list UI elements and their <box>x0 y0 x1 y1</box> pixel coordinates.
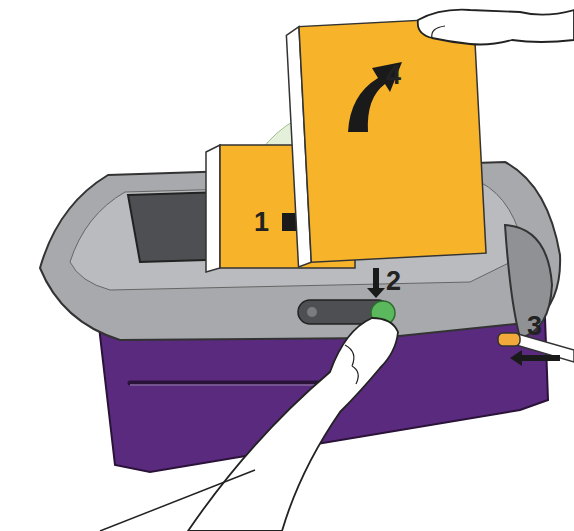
arrow-up <box>348 62 402 132</box>
callout-number: 3 <box>527 313 542 340</box>
finger-line <box>345 345 358 384</box>
finger-line <box>432 26 445 38</box>
hand <box>188 318 398 531</box>
rod-cap <box>498 333 520 346</box>
hand <box>418 10 574 45</box>
arrow-down <box>367 268 385 298</box>
book-pages <box>206 145 220 272</box>
arm-outline <box>100 470 255 531</box>
slot-edge <box>130 384 345 386</box>
book-lifted <box>286 17 486 267</box>
indicator <box>307 307 317 317</box>
callout-number: 2 <box>386 268 401 295</box>
callout-number: 1 <box>254 209 269 236</box>
arrow-left <box>510 350 560 366</box>
callout-number: 4 <box>386 62 401 89</box>
output-slot <box>130 381 345 386</box>
